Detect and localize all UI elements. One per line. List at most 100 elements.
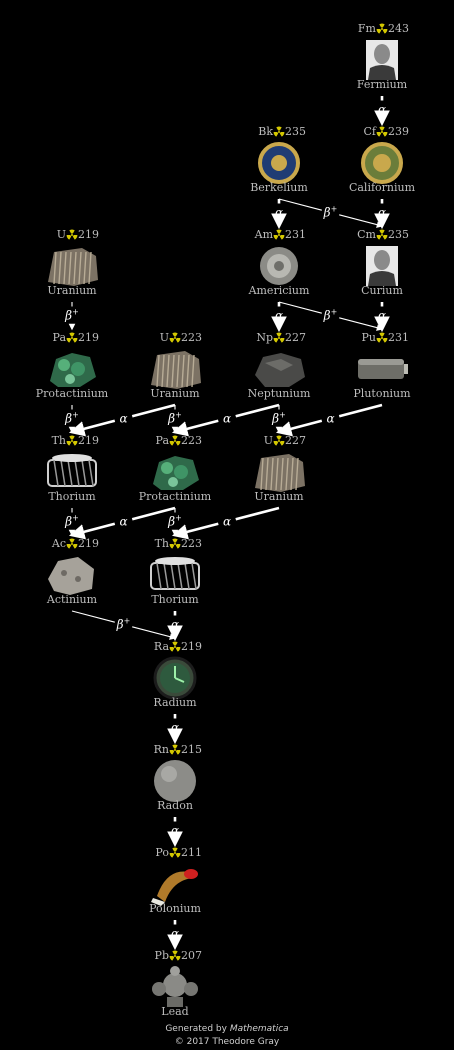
alpha-label: α xyxy=(326,412,334,426)
california-seal-icon xyxy=(361,142,403,184)
alpha-label: α xyxy=(378,206,386,220)
mass-number: 219 xyxy=(78,228,99,241)
beta-decay-arrow: β+ xyxy=(278,301,384,331)
alpha-decay-arrow: α xyxy=(167,611,183,642)
element-symbol: U xyxy=(56,228,66,241)
alpha-label: α xyxy=(275,309,283,323)
lantern-mantle-icon xyxy=(150,557,200,590)
alpha-decay-arrow: α xyxy=(171,403,280,437)
element-symbol: Cf xyxy=(363,125,377,138)
credit-generated: Generated by Mathematica xyxy=(0,1024,454,1034)
radiation-trefoil-icon xyxy=(66,332,78,343)
element-symbol: U xyxy=(263,434,273,447)
radiation-trefoil-icon xyxy=(66,229,78,240)
beta-plus-label: β+ xyxy=(323,308,338,323)
element-symbol: Po xyxy=(155,846,169,859)
radiation-trefoil-icon xyxy=(376,229,388,240)
mass-number: 227 xyxy=(285,434,306,447)
gray-mineral-icon xyxy=(48,557,94,595)
mass-number: 227 xyxy=(285,331,306,344)
alpha-label: α xyxy=(223,412,231,426)
mass-number: 207 xyxy=(181,949,202,962)
element-name: Uranium xyxy=(150,387,200,400)
mass-number: 231 xyxy=(388,331,409,344)
alpha-decay-arrow: α xyxy=(167,817,183,848)
beta-plus-label: β+ xyxy=(64,308,79,323)
uranium-metal-icon xyxy=(151,351,201,389)
radiation-trefoil-icon xyxy=(169,847,181,858)
element-name: Curium xyxy=(361,284,403,297)
radiation-trefoil-icon xyxy=(273,435,285,446)
element-symbol: Pa xyxy=(52,331,66,344)
element-name: Lead xyxy=(161,1005,189,1018)
alpha-label: α xyxy=(171,824,179,838)
dark-rock-icon xyxy=(255,353,305,387)
element-symbol: Th xyxy=(51,434,66,447)
element-name: Thorium xyxy=(151,593,199,606)
radiation-trefoil-icon xyxy=(66,538,78,549)
element-symbol: Np xyxy=(256,331,273,344)
lead-figure-icon xyxy=(152,966,198,1007)
element-name: Fermium xyxy=(356,78,408,91)
element-symbol: Rn xyxy=(153,743,169,756)
mass-number: 223 xyxy=(181,537,202,550)
uranium-metal-icon xyxy=(255,454,305,492)
alpha-label: α xyxy=(378,103,386,117)
element-symbol: Ra xyxy=(153,640,169,653)
beta-decay-arrow: β+ xyxy=(64,302,79,331)
green-mineral-icon xyxy=(153,456,199,490)
beta-plus-label: β+ xyxy=(323,205,338,220)
alpha-decay-arrow: α xyxy=(374,96,390,127)
mass-number: 239 xyxy=(388,125,409,138)
beta-decay-arrow: β+ xyxy=(278,198,384,228)
alpha-label: α xyxy=(223,515,231,529)
alpha-decay-arrow: α xyxy=(275,403,383,437)
radiation-trefoil-icon xyxy=(169,332,181,343)
element-symbol: Am xyxy=(254,228,273,241)
alpha-decay-arrow: α xyxy=(271,199,287,230)
element-name: Uranium xyxy=(47,284,97,297)
radiation-trefoil-icon xyxy=(376,126,388,137)
beta-plus-label: β+ xyxy=(167,411,182,426)
glowing-clock-icon xyxy=(153,656,197,700)
mass-number: 219 xyxy=(181,640,202,653)
alpha-decay-arrow: α xyxy=(68,403,176,437)
alpha-decay-arrow: α xyxy=(167,714,183,745)
mass-number: 219 xyxy=(78,537,99,550)
alpha-label: α xyxy=(275,206,283,220)
mass-number: 235 xyxy=(285,125,306,138)
alpha-decay-arrow: α xyxy=(68,506,176,540)
mass-number: 219 xyxy=(78,331,99,344)
element-name: Thorium xyxy=(48,490,96,503)
element-name: Californium xyxy=(348,181,416,194)
alpha-label: α xyxy=(119,515,127,529)
mass-number: 219 xyxy=(78,434,99,447)
element-name: Protactinium xyxy=(35,387,109,400)
alpha-label: α xyxy=(119,412,127,426)
alpha-label: α xyxy=(171,927,179,941)
smoke-detector-source-icon xyxy=(260,247,298,285)
radiation-trefoil-icon xyxy=(169,538,181,549)
element-symbol: U xyxy=(159,331,169,344)
alpha-decay-arrow: α xyxy=(271,302,287,333)
element-name: Radon xyxy=(157,799,193,812)
element-name: Berkelium xyxy=(250,181,308,194)
beta-plus-label: β+ xyxy=(116,617,131,632)
mass-number: 223 xyxy=(181,434,202,447)
element-name: Actinium xyxy=(46,593,98,606)
